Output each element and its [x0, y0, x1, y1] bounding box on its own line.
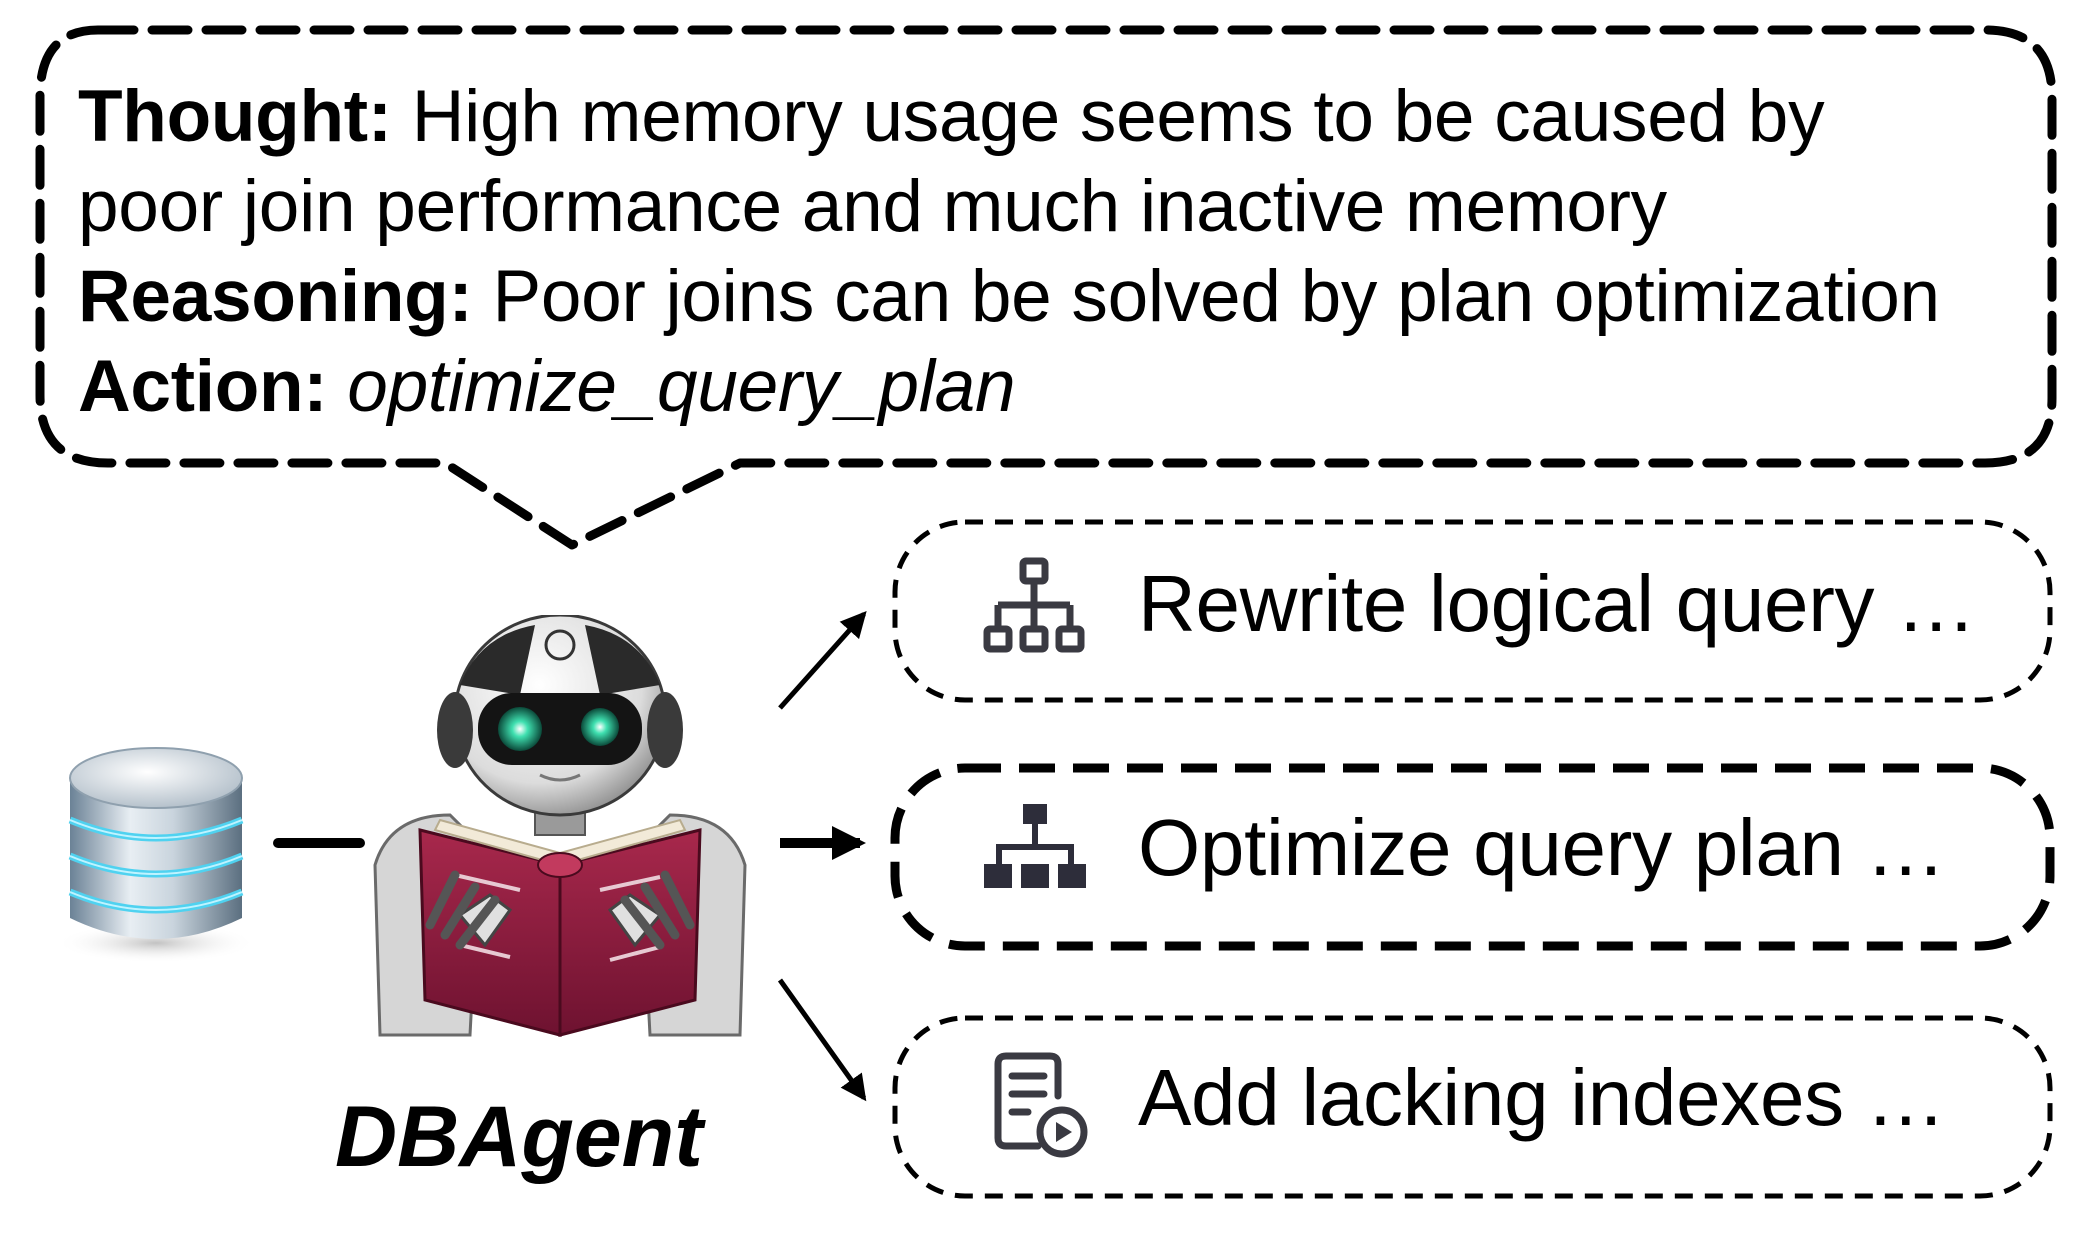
option-box-rewrite	[892, 519, 2053, 703]
thought-line: Thought: High memory usage seems to be c…	[78, 72, 2028, 162]
hierarchy-filled-icon	[984, 804, 1086, 888]
arrow-to-rewrite	[778, 611, 867, 710]
action-value: optimize_query_plan	[347, 346, 1016, 427]
robot-reading-book-illustration	[373, 615, 747, 1037]
option-box-indexes	[892, 1015, 2053, 1199]
hierarchy-outline-icon	[983, 557, 1085, 653]
thought-text-line2: poor join performance and much inactive …	[78, 166, 1667, 247]
thought-bubble-outline	[35, 25, 2057, 550]
option-label-rewrite: Rewrite logical query …	[1138, 559, 1976, 648]
thought-label: Thought:	[78, 76, 392, 157]
thought-text-line1: High memory usage seems to be caused by	[411, 76, 1825, 157]
database-icon	[56, 747, 256, 963]
action-label: Action:	[78, 346, 328, 427]
document-play-icon	[994, 1052, 1088, 1158]
option-box-optimize	[890, 763, 2055, 951]
reasoning-line: Reasoning: Poor joins can be solved by p…	[78, 252, 2028, 342]
reasoning-text: Poor joins can be solved by plan optimiz…	[492, 256, 1940, 337]
action-line: Action: optimize_query_plan	[78, 342, 2028, 432]
agent-name: DBAgent	[335, 1089, 703, 1185]
option-label-optimize: Optimize query plan …	[1138, 803, 1946, 892]
thought-bubble: Thought: High memory usage seems to be c…	[78, 72, 2028, 432]
reasoning-label: Reasoning:	[78, 256, 473, 337]
arrow-to-indexes	[777, 978, 867, 1102]
option-label-indexes: Add lacking indexes …	[1138, 1053, 1946, 1142]
